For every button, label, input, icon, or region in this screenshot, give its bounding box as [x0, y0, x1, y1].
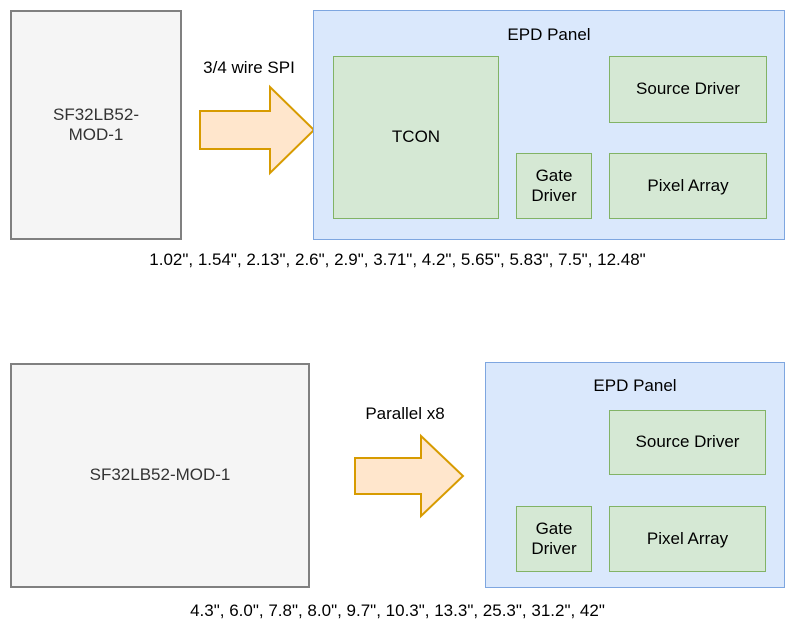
mcu-module-label-parallel: SF32LB52-MOD-1	[89, 465, 231, 485]
epd-panel-parallel[interactable]: EPD Panel Source Driver Gate Driver Pixe…	[485, 362, 785, 588]
mcu-module-box-parallel[interactable]: SF32LB52-MOD-1	[10, 363, 310, 588]
spi-arrow-label: 3/4 wire SPI	[203, 58, 295, 77]
epd-panel-title-parallel: EPD Panel	[593, 376, 677, 395]
epd-panel-spi[interactable]: EPD Panel TCON Source Driver Gate Driver…	[313, 10, 785, 240]
mcu-module-box-spi[interactable]: SF32LB52- MOD-1	[10, 10, 182, 240]
right-arrow-icon-spi	[199, 84, 316, 176]
pixel-array-block-parallel[interactable]: Pixel Array	[609, 506, 766, 572]
right-arrow-icon-parallel	[354, 433, 465, 519]
tcon-block-label: TCON	[391, 127, 441, 147]
gate-driver-label-line1: Gate	[535, 165, 573, 185]
pixel-array-block-label: Pixel Array	[646, 528, 729, 548]
parallel-panel-sizes-caption: 4.3", 6.0", 7.8", 8.0", 9.7", 10.3", 13.…	[190, 601, 605, 620]
gate-driver-block-parallel[interactable]: Gate Driver	[516, 506, 592, 572]
mcu-module-label-line1: SF32LB52-	[53, 104, 139, 124]
tcon-block-spi[interactable]: TCON	[333, 56, 499, 219]
mcu-module-label-spi: SF32LB52- MOD-1	[53, 105, 139, 146]
epd-panel-title-spi: EPD Panel	[507, 25, 591, 44]
source-driver-block-label: Source Driver	[635, 432, 740, 452]
parallel-arrow-label: Parallel x8	[365, 404, 445, 423]
gate-driver-block-label: Gate Driver	[531, 166, 576, 207]
gate-driver-label-line2: Driver	[531, 186, 577, 205]
pixel-array-block-spi[interactable]: Pixel Array	[609, 153, 767, 219]
pixel-array-block-label: Pixel Array	[647, 175, 729, 195]
gate-driver-block-spi[interactable]: Gate Driver	[516, 153, 592, 219]
source-driver-block-label: Source Driver	[636, 79, 740, 99]
mcu-module-label-line2: MOD-1	[68, 125, 124, 144]
spi-panel-sizes-caption: 1.02", 1.54", 2.13", 2.6", 2.9", 3.71", …	[149, 250, 646, 269]
gate-driver-label-line2: Driver	[531, 539, 577, 558]
gate-driver-block-label: Gate Driver	[531, 519, 576, 560]
source-driver-block-spi[interactable]: Source Driver	[609, 56, 767, 123]
source-driver-block-parallel[interactable]: Source Driver	[609, 410, 766, 475]
gate-driver-label-line1: Gate	[535, 518, 573, 538]
